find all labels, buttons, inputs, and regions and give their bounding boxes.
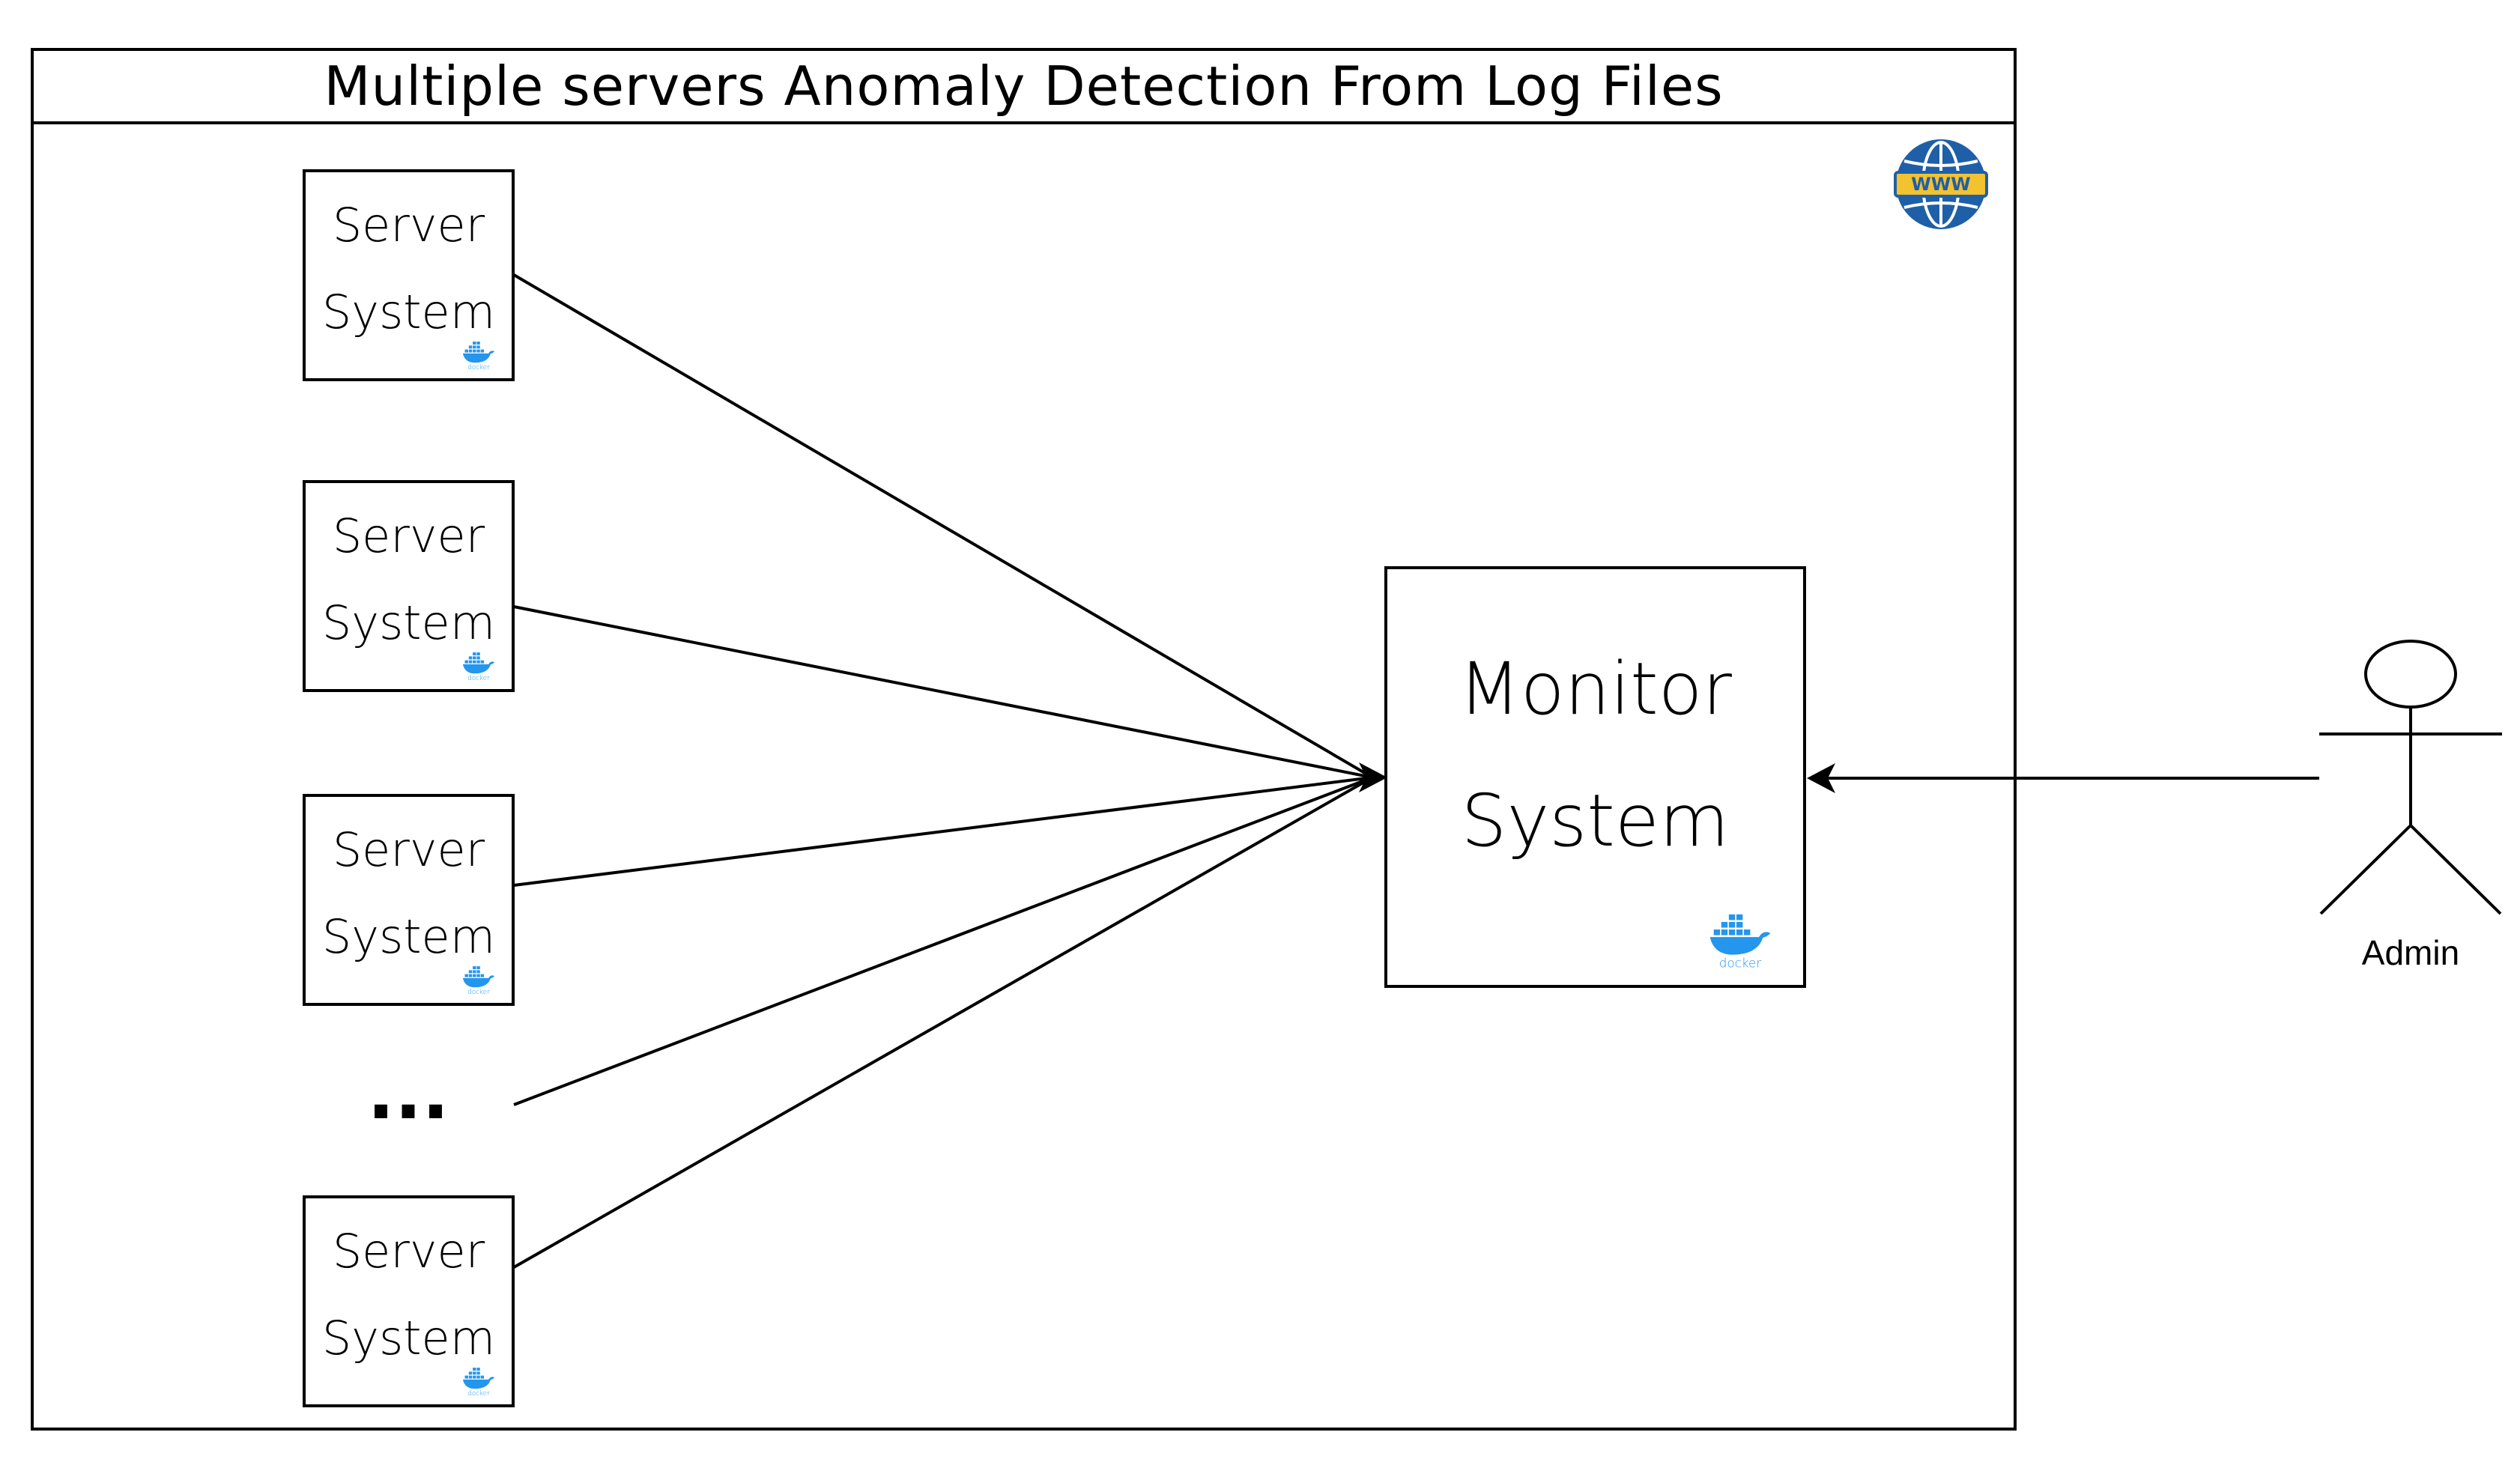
- arrowhead: [1359, 762, 1387, 792]
- server-system-box[interactable]: Server System: [303, 1195, 515, 1407]
- diagram-title: Multiple servers Anomaly Detection From …: [34, 51, 2014, 124]
- server-label-line1: Server: [332, 1223, 485, 1278]
- server-system-box[interactable]: Server System: [303, 169, 515, 381]
- system-boundary-frame: Multiple servers Anomaly Detection From …: [31, 48, 2017, 1431]
- server-label-line1: Server: [332, 197, 485, 252]
- server-to-monitor-arrow: [513, 605, 1373, 779]
- server-label-line1: Server: [332, 822, 485, 877]
- monitor-label-line1: Monitor: [1459, 646, 1732, 731]
- www-globe-icon: WWW: [1894, 139, 1988, 229]
- server-label-line2: System: [321, 909, 496, 964]
- more-servers-ellipsis: ...: [367, 1052, 449, 1135]
- server-to-monitor-arrow: [512, 273, 1374, 779]
- server-to-monitor-arrow: [513, 776, 1373, 887]
- monitor-system-box[interactable]: Monitor System: [1384, 566, 1806, 988]
- monitor-label-line2: System: [1461, 778, 1730, 863]
- server-label-line1: Server: [332, 508, 485, 563]
- server-label-line2: System: [321, 284, 496, 339]
- admin-actor-label: Admin: [2361, 933, 2460, 972]
- server-label-line2: System: [321, 595, 496, 650]
- svg-text:WWW: WWW: [1911, 174, 1970, 195]
- server-to-monitor-arrow: [513, 776, 1373, 1106]
- server-system-box[interactable]: Server System: [303, 794, 515, 1006]
- server-to-monitor-arrow: [513, 776, 1373, 1269]
- server-system-box[interactable]: Server System: [303, 480, 515, 692]
- admin-actor-figure: [2319, 640, 2502, 915]
- server-label-line2: System: [321, 1310, 496, 1365]
- arrowhead: [1807, 763, 1835, 793]
